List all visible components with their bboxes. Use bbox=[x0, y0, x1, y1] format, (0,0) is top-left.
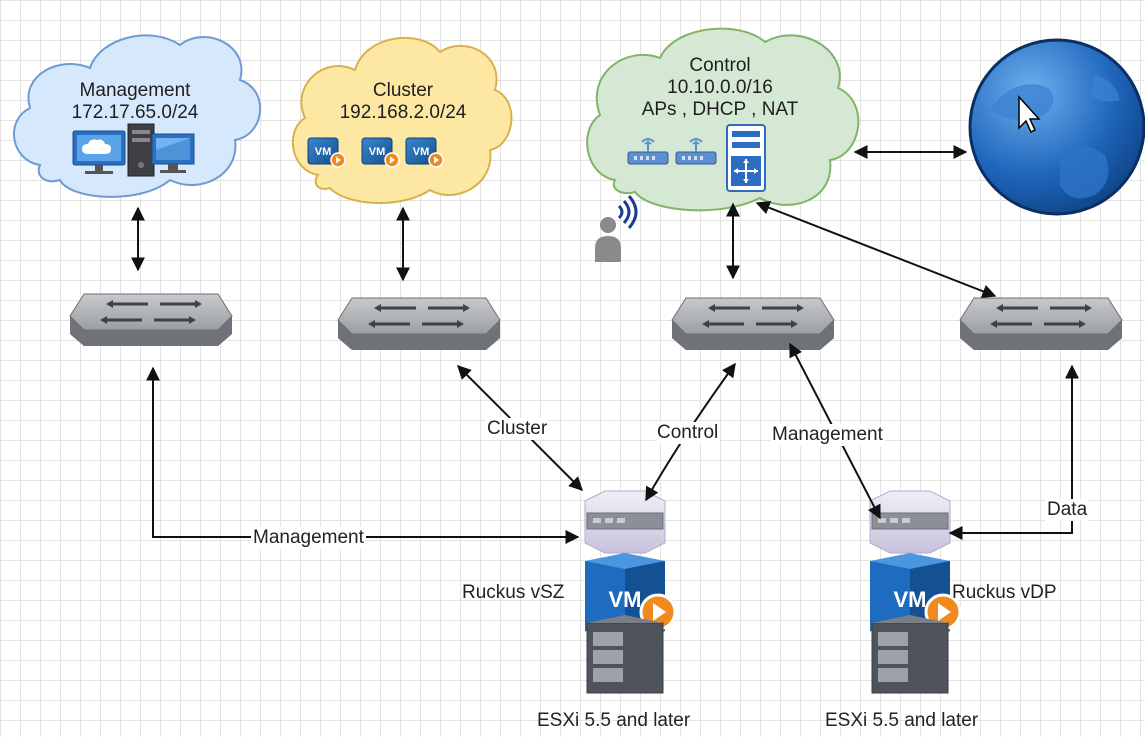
ruckus-vdp-host: VM bbox=[869, 490, 951, 642]
mouse-cursor-icon bbox=[1018, 95, 1041, 134]
vdp-host-name: Ruckus vDP bbox=[952, 582, 1057, 603]
cluster-cloud-subnet: 192.168.2.0/24 bbox=[339, 102, 467, 123]
control-cloud-services: APs , DHCP , NAT bbox=[641, 99, 799, 120]
management-cloud-title: Management bbox=[79, 80, 191, 101]
switch-management bbox=[68, 292, 234, 348]
control-cloud bbox=[586, 27, 860, 212]
control-cloud-label: Control 10.10.0.0/16 APs , DHCP , NAT bbox=[620, 55, 820, 121]
desktop-icon bbox=[151, 133, 195, 173]
connectors bbox=[131, 145, 1079, 544]
ruckus-vsz-host: VM bbox=[584, 490, 666, 642]
wireless-user-icon bbox=[595, 195, 638, 262]
server-tower-icon bbox=[127, 123, 155, 177]
edge-label-data: Data bbox=[1045, 499, 1090, 521]
switch-data bbox=[958, 296, 1124, 352]
cluster-cloud bbox=[291, 36, 513, 204]
edge-label-cluster: Cluster bbox=[485, 418, 550, 440]
switch-cluster bbox=[336, 296, 502, 352]
management-cloud-label: Management 172.17.65.0/24 bbox=[50, 80, 220, 124]
server-stack-icon bbox=[586, 615, 664, 694]
edge-label-management-vsz: Management bbox=[251, 527, 366, 549]
vsz-host-name: Ruckus vSZ bbox=[462, 582, 565, 603]
switch-control bbox=[670, 296, 836, 352]
vsz-platform-label: ESXi 5.5 and later bbox=[537, 710, 691, 731]
cluster-cloud-label: Cluster 192.168.2.0/24 bbox=[318, 80, 488, 124]
edge-label-management-vdp: Management bbox=[770, 424, 885, 446]
globe-icon bbox=[968, 38, 1145, 216]
vm-badge-text: VM bbox=[609, 587, 642, 612]
control-cloud-title: Control bbox=[689, 55, 751, 76]
router-icon bbox=[726, 124, 766, 192]
cloud-monitor-icon bbox=[72, 130, 126, 174]
connector-management-vsz bbox=[146, 366, 580, 544]
server-stack-icon bbox=[871, 615, 949, 694]
connector-data-vdp bbox=[948, 364, 1079, 540]
connector-control-data-switch bbox=[755, 201, 997, 298]
cluster-cloud-title: Cluster bbox=[372, 80, 434, 101]
vm-badge-text: VM bbox=[894, 587, 927, 612]
vdp-platform-label: ESXi 5.5 and later bbox=[825, 710, 979, 731]
management-cloud-subnet: 172.17.65.0/24 bbox=[71, 102, 199, 123]
edge-label-control: Control bbox=[655, 422, 721, 444]
control-cloud-subnet: 10.10.0.0/16 bbox=[667, 77, 773, 98]
